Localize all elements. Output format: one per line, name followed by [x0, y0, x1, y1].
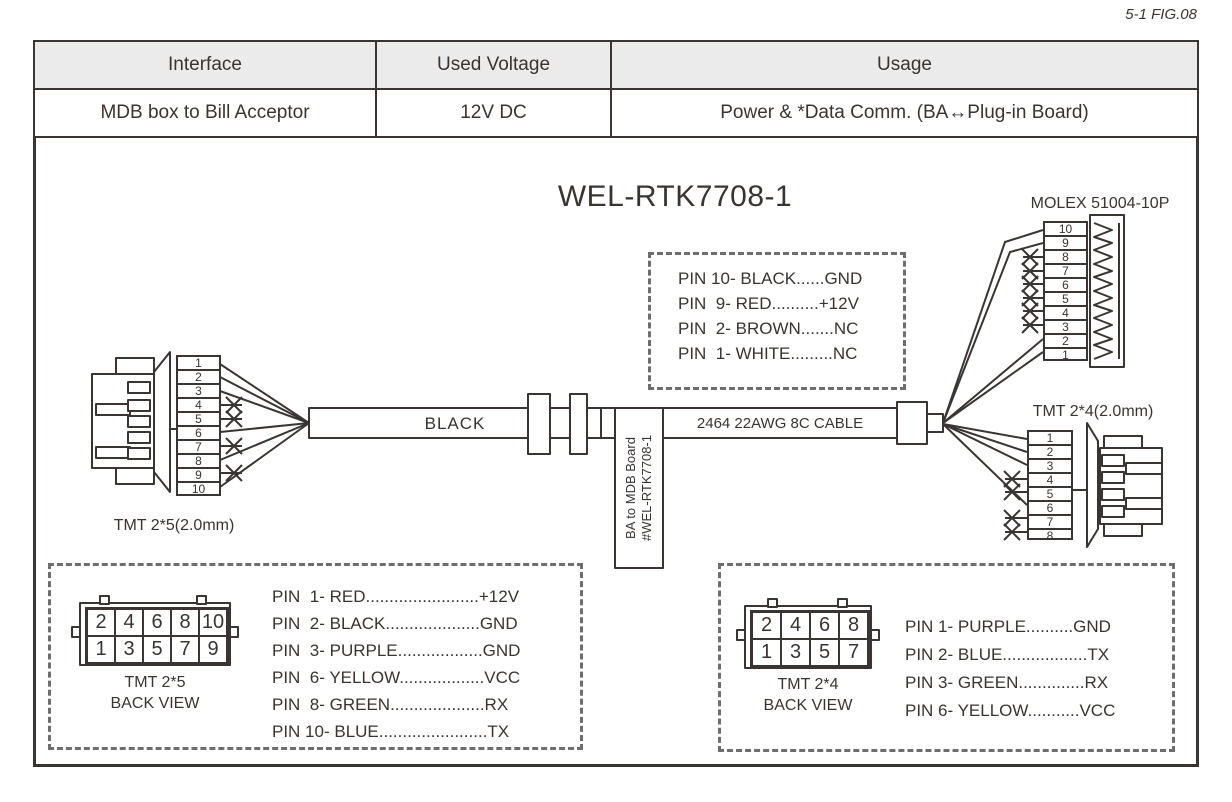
tmt24-pin: 4	[1029, 474, 1071, 488]
pinout-line: PIN 6- YELLOW...........VCC	[905, 701, 1116, 720]
tmt25-pinout-lines: PIN 1- RED........................+12V P…	[272, 583, 520, 745]
molex-pin: 7	[1045, 265, 1086, 279]
grid-pin: 6	[143, 609, 171, 636]
cable-tag-line1: BA to MDB Board	[623, 437, 639, 539]
cable-sleeve-label: BLACK	[424, 414, 486, 433]
cell-interface: MDB box to Bill Acceptor	[33, 88, 377, 138]
diagram-title: WEL-RTK7708-1	[557, 180, 793, 213]
tmt24-connector-label: TMT 2*4(2.0mm)	[1032, 403, 1154, 420]
grid-pin: 1	[752, 639, 781, 666]
tmt24-backview-box	[718, 563, 1175, 752]
header-interface: Interface	[33, 40, 377, 90]
grid-pin: 10	[199, 609, 227, 636]
molex-pin-ladder: 10 9 8 7 6 5 4 3 2 1	[1043, 221, 1088, 361]
pinout-line: PIN 2- BROWN.......NC	[678, 319, 859, 338]
cable-spec-label: 2464 22AWG 8C CABLE	[696, 415, 864, 432]
tmt24-pin: 2	[1029, 446, 1071, 460]
pinout-line: PIN 2- BLUE..................TX	[905, 645, 1110, 664]
grid-pin: 1	[87, 636, 115, 663]
pinout-line: PIN 8- GREEN....................RX	[272, 695, 509, 714]
molex-pin: 4	[1045, 307, 1086, 321]
tmt24-pin: 8	[1046, 529, 1054, 543]
tmt25-connector-label: TMT 2*5(2.0mm)	[113, 517, 235, 534]
header-used-voltage: Used Voltage	[375, 40, 612, 90]
tmt24-pin: 1	[1029, 432, 1071, 446]
tmt24-pin: 5	[1029, 488, 1071, 502]
molex-pin: 1	[1062, 348, 1069, 362]
grid-pin: 7	[839, 639, 868, 666]
tmt25-backview-caption2: BACK VIEW	[110, 695, 200, 712]
table-data-row: MDB box to Bill Acceptor 12V DC Power & …	[33, 88, 1199, 138]
tmt25-pin: 9	[178, 469, 219, 483]
pinout-line: PIN 3- GREEN..............RX	[905, 673, 1109, 692]
grid-pin: 7	[171, 636, 199, 663]
tmt25-pin: 5	[178, 413, 219, 427]
tmt25-pin: 6	[178, 427, 219, 441]
tmt25-pin: 8	[178, 455, 219, 469]
molex-connector-label: MOLEX 51004-10P	[1030, 195, 1170, 212]
grid-pin: 3	[781, 639, 810, 666]
pinout-line: PIN 6- YELLOW..................VCC	[272, 668, 521, 687]
grid-pin: 9	[199, 636, 227, 663]
pinout-line: PIN 1- WHITE.........NC	[678, 344, 858, 363]
pinout-line: PIN 9- RED..........+12V	[678, 294, 859, 313]
pinout-line: PIN 1- RED........................+12V	[272, 587, 520, 606]
tmt24-pin: 6	[1029, 502, 1071, 516]
tmt24-backview-grid: 2 4 6 8 1 3 5 7	[750, 610, 870, 668]
grid-pin: 2	[752, 612, 781, 639]
grid-pin: 8	[171, 609, 199, 636]
pinout-line: PIN 10- BLACK......GND	[678, 269, 863, 288]
grid-pin: 2	[87, 609, 115, 636]
grid-pin: 4	[781, 612, 810, 639]
molex-pin: 9	[1045, 237, 1086, 251]
tmt24-backview-caption1: TMT 2*4	[777, 676, 839, 693]
tmt24-backview-caption2: BACK VIEW	[763, 697, 853, 714]
molex-pin: 8	[1045, 251, 1086, 265]
tmt25-pin: 10	[191, 482, 206, 496]
pinout-line: PIN 2- BLACK....................GND	[272, 614, 518, 633]
tmt25-pin: 2	[178, 371, 219, 385]
molex-pin: 5	[1045, 293, 1086, 307]
molex-pin: 6	[1045, 279, 1086, 293]
grid-pin: 4	[115, 609, 143, 636]
molex-pin: 3	[1045, 321, 1086, 335]
molex-pinout-box	[648, 252, 906, 390]
pinout-line: PIN 3- PURPLE..................GND	[272, 641, 521, 660]
grid-pin: 5	[810, 639, 839, 666]
figure-label: 5-1 FIG.08	[1125, 6, 1197, 23]
molex-pinout-lines: PIN 10- BLACK......GND PIN 9- RED.......…	[678, 266, 862, 366]
tmt25-pin: 4	[178, 399, 219, 413]
molex-pin: 10	[1045, 223, 1086, 237]
pinout-line: PIN 10- BLUE.......................TX	[272, 722, 510, 741]
tmt24-pinout-lines: PIN 1- PURPLE..........GND PIN 2- BLUE..…	[905, 613, 1115, 725]
grid-pin: 5	[143, 636, 171, 663]
header-usage: Usage	[610, 40, 1199, 90]
grid-pin: 3	[115, 636, 143, 663]
pinout-line: PIN 1- PURPLE..........GND	[905, 617, 1111, 636]
cable-tag-line2: #WEL-RTK7708-1	[639, 435, 655, 541]
cell-usage: Power & *Data Comm. (BA↔Plug-in Board)	[610, 88, 1199, 138]
tmt25-pin: 3	[178, 385, 219, 399]
tmt25-backview-caption1: TMT 2*5	[124, 674, 186, 691]
tmt25-backview-grid: 2 4 6 8 10 1 3 5 7 9	[85, 607, 229, 665]
molex-pin: 2	[1045, 335, 1086, 349]
tmt24-pin: 7	[1029, 516, 1071, 530]
interface-table: Interface Used Voltage Usage MDB box to …	[33, 40, 1199, 138]
tmt25-pin: 1	[178, 357, 219, 371]
cable-tag: BA to MDB Board #WEL-RTK7708-1	[615, 408, 663, 568]
grid-pin: 8	[839, 612, 868, 639]
tmt25-backview-box	[48, 563, 583, 750]
tmt25-pin: 7	[178, 441, 219, 455]
grid-pin: 6	[810, 612, 839, 639]
table-header-row: Interface Used Voltage Usage	[33, 40, 1199, 90]
cell-used-voltage: 12V DC	[375, 88, 612, 138]
tmt25-pin-ladder: 1 2 3 4 5 6 7 8 9 10	[176, 355, 221, 496]
tmt24-pin: 3	[1029, 460, 1071, 474]
tmt24-pin-ladder: 1 2 3 4 5 6 7 8	[1027, 430, 1073, 543]
